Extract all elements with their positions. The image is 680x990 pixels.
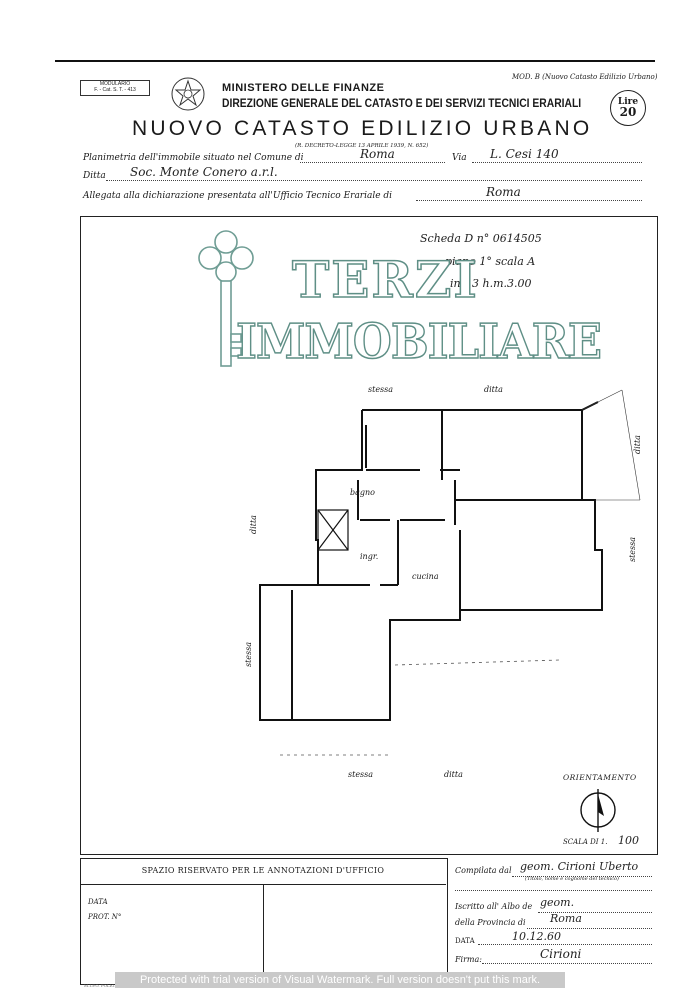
firma-signature: Cirioni [540, 947, 582, 961]
label-ditta-left: ditta [248, 515, 258, 534]
lire-label: Lire [617, 97, 639, 107]
iscritto-value: geom. [540, 896, 575, 909]
titolo-note: (Titolo, nome e cognome del tecnico) [525, 876, 619, 882]
compilata-label: Compilata dal [455, 866, 512, 875]
north-arrow-icon [580, 789, 616, 832]
label-ingresso: ingr. [360, 552, 379, 561]
data2-label: DATA [455, 937, 475, 945]
mod-b-label: MOD. B (Nuovo Catasto Edilizio Urbano) [512, 73, 658, 81]
ministero-heading: MINISTERO DELLE FINANZE [222, 82, 385, 94]
scala-label: SCALA DI 1. [563, 838, 608, 846]
data2-line [478, 944, 652, 945]
via-label: Via [452, 153, 467, 163]
interno-altezza: int. 3 h.m.3.00 [450, 277, 532, 290]
direzione-heading: DIREZIONE GENERALE DEL CATASTO E DEI SER… [222, 96, 582, 110]
modulario-label: MODULARIO [99, 81, 131, 87]
provincia-label: della Provincia di [455, 918, 526, 927]
label-cucina: cucina [412, 572, 439, 581]
top-rule [55, 60, 655, 62]
firma-line [482, 963, 652, 964]
clover-key-logo-icon [198, 230, 254, 367]
allegata-value: Roma [486, 185, 521, 199]
office-annotation-heading: SPAZIO RISERVATO PER LE ANNOTAZIONI D'UF… [80, 858, 446, 885]
planimetria-label: Planimetria dell'immobile situato nel Co… [83, 153, 304, 163]
compilata-value: geom. Cirioni Uberto [520, 860, 639, 873]
iscritto-label: Iscritto all' Albo de [455, 902, 533, 911]
label-ditta-top: ditta [484, 385, 503, 394]
compilata-line-2 [455, 890, 652, 891]
label-ditta-right: ditta [632, 435, 642, 454]
label-bagno: bagno [350, 488, 375, 497]
piano-scala: piano 1° scala A [445, 255, 536, 268]
lire-value: 20 [619, 105, 637, 119]
allegata-line [416, 200, 642, 201]
iscritto-line [538, 912, 652, 913]
modulario-box: MODULARIO F. - Cat. S. T. - 413 [80, 80, 150, 96]
decreto-note: (R. DECRETO-LEGGE 13 APRILE 1939, N. 652… [295, 143, 429, 149]
scheda-number: Scheda D n° 0614505 [420, 232, 542, 245]
comune-value: Roma [360, 147, 395, 161]
allegata-label: Allegata alla dichiarazione presentata a… [83, 191, 393, 201]
lire-stamp: Lire 20 [610, 90, 646, 126]
ditta-label: Ditta [83, 171, 106, 181]
data-label: DATA [88, 898, 108, 906]
label-stessa-top: stessa [368, 385, 394, 394]
comune-line [300, 162, 445, 163]
floor-plan-frame [80, 216, 658, 855]
office-box-divider [263, 884, 264, 983]
compilata-line [512, 876, 652, 877]
data2-value: 10.12.60 [512, 930, 561, 943]
document-title: NUOVO CATASTO EDILIZIO URBANO [132, 117, 593, 140]
via-line [472, 162, 642, 163]
prot-label: PROT. N° [88, 913, 122, 921]
label-stessa-left: stessa [244, 641, 254, 668]
scala-value: 100 [618, 834, 639, 847]
via-value: L. Cesi 140 [490, 147, 559, 161]
watermark-immobiliare: IMMOBILIARE [235, 313, 602, 371]
provincia-line [527, 928, 652, 929]
ditta-line [106, 180, 642, 181]
ditta-value: Soc. Monte Conero a.r.l. [130, 165, 278, 179]
orientamento-label: ORIENTAMENTO [563, 773, 637, 782]
trial-watermark-banner: Protected with trial version of Visual W… [115, 972, 565, 988]
label-stessa-bottom: stessa [348, 770, 374, 779]
provincia-value: Roma [550, 912, 582, 925]
label-ditta-bottom: ditta [444, 770, 463, 779]
label-stessa-right: stessa [628, 536, 638, 563]
floor-plan-drawing [259, 389, 641, 756]
watermark-terzi: TERZI [291, 249, 479, 310]
state-seal-icon [171, 77, 205, 111]
modulario-code: F. - Cat. S. T. - 413 [94, 87, 136, 93]
firma-label: Firma: [455, 955, 482, 964]
